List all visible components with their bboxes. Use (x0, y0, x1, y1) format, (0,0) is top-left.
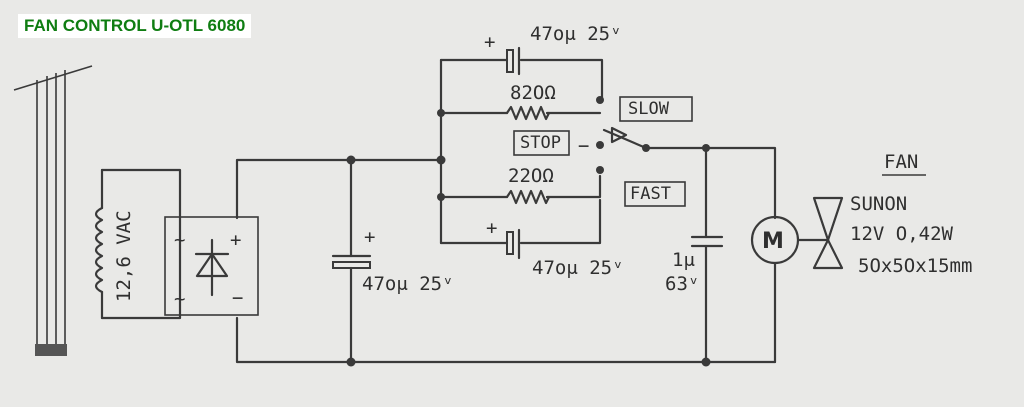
filter-cap-plus-label: + (364, 226, 375, 248)
top-capacitor: + 47oμ 25ᵛ (484, 23, 622, 76)
bottom-capacitor: + 47oμ 25ᵛ (486, 217, 624, 279)
bridge-ac1-label: ~ (174, 229, 185, 251)
junction-node (346, 155, 356, 165)
top-cap-value-label: 47oμ 25ᵛ (530, 23, 622, 45)
resistor-fast: 22OΩ (505, 165, 554, 205)
fan-rating: 12V O,42W (850, 223, 954, 245)
switch-contact-slow (596, 96, 604, 104)
motor-capacitor: 1μ 63ᵛ (665, 144, 724, 364)
fan-size: 5Ox5Ox15mm (858, 255, 972, 277)
motor-cap-value-label: 1μ (672, 249, 695, 271)
r-slow-value-label: 82OΩ (510, 82, 556, 104)
bridge-minus-label: − (232, 287, 243, 309)
resistor-slow: 82OΩ (505, 82, 556, 121)
parallel-network (437, 58, 604, 245)
bottom-cap-value-label: 47oμ 25ᵛ (532, 257, 624, 279)
fan-brand: SUNON (850, 193, 907, 215)
motor-cap-voltage-label: 63ᵛ (665, 273, 699, 295)
bridge-plus-label: + (230, 229, 241, 251)
stop-dash-label: − (578, 135, 589, 157)
bridge-ac2-label: ~ (174, 288, 185, 310)
motor-symbol: M (762, 229, 784, 254)
switch-fast-label: FAST (630, 184, 671, 204)
fan-blade-top (812, 196, 844, 242)
dc-rails (235, 155, 777, 367)
fan-blade-bottom (812, 238, 844, 270)
bridge-body (164, 216, 259, 316)
fan-heading: FAN (884, 151, 918, 173)
r-fast-value-label: 22OΩ (508, 165, 554, 187)
transformer-secondary: 12,6 VAC (94, 168, 182, 320)
slow-label-box (619, 96, 693, 122)
filter-capacitor: + 47oμ 25ᵛ (331, 226, 454, 295)
top-cap-plus-label: + (484, 31, 495, 53)
stop-label-box (513, 130, 570, 156)
switch-stop-label: STOP (520, 133, 561, 153)
bottom-cap-plus-label: + (486, 217, 497, 239)
fan-description: FAN SUNON 12V O,42W 5Ox5Ox15mm (850, 151, 972, 277)
transformer-voltage-label: 12,6 VAC (113, 210, 135, 302)
fan-motor: M (750, 196, 844, 364)
switch-contact-fast (596, 166, 604, 174)
switch-slow-label: SLOW (628, 99, 670, 119)
lead-bundle-end (35, 344, 67, 356)
selector-switch: SLOW STOP − FAST (513, 96, 777, 220)
junction-node (346, 357, 356, 367)
junction-node (437, 193, 445, 201)
switch-contact-stop (596, 141, 604, 149)
bridge-rectifier: ~ ~ + − (164, 216, 259, 316)
filter-cap-value-label: 47oμ 25ᵛ (362, 273, 454, 295)
schematic-title: FAN CONTROL U-OTL 6080 (18, 14, 252, 38)
junction-node (437, 109, 445, 117)
fast-label-box (624, 181, 686, 207)
mains-leads (13, 65, 93, 356)
